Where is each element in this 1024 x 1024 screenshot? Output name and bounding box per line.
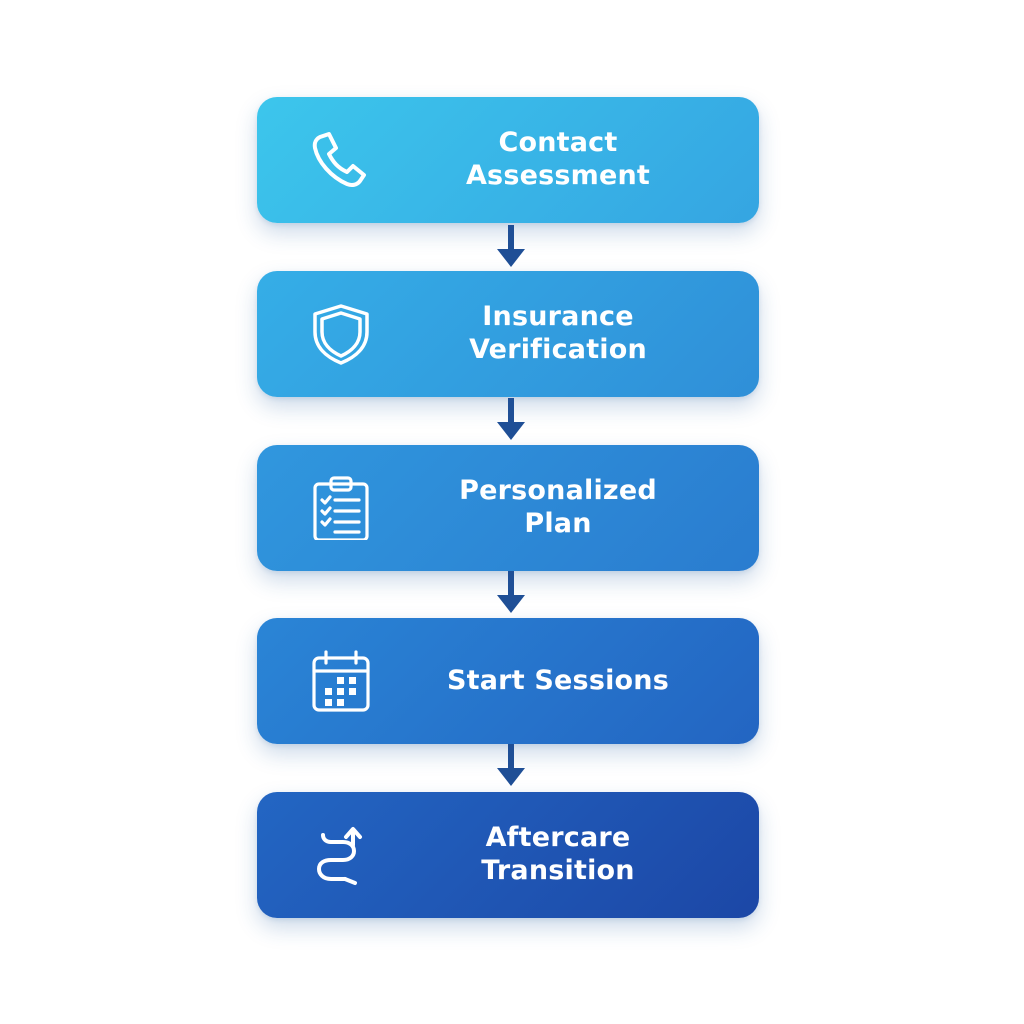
step-label: Start Sessions bbox=[447, 664, 669, 696]
arrow-down-icon bbox=[495, 225, 527, 269]
step-personalized-plan: Personalized Plan bbox=[257, 445, 759, 571]
arrow-down-icon bbox=[495, 571, 527, 615]
calendar-icon bbox=[309, 649, 373, 713]
step-label: Personalized Plan bbox=[459, 475, 657, 539]
winding-arrow-icon bbox=[309, 823, 373, 887]
step-contact-assessment: Contact Assessment bbox=[257, 97, 759, 223]
step-start-sessions: Start Sessions bbox=[257, 618, 759, 744]
phone-icon bbox=[309, 128, 373, 192]
step-label: Insurance Verification bbox=[469, 301, 647, 365]
step-insurance-verification: Insurance Verification bbox=[257, 271, 759, 397]
arrow-down-icon bbox=[495, 398, 527, 442]
step-label: Aftercare Transition bbox=[481, 822, 635, 886]
shield-icon bbox=[309, 302, 373, 366]
step-aftercare-transition: Aftercare Transition bbox=[257, 792, 759, 918]
clipboard-checklist-icon bbox=[309, 476, 373, 540]
step-label: Contact Assessment bbox=[465, 127, 651, 191]
arrow-down-icon bbox=[495, 744, 527, 788]
